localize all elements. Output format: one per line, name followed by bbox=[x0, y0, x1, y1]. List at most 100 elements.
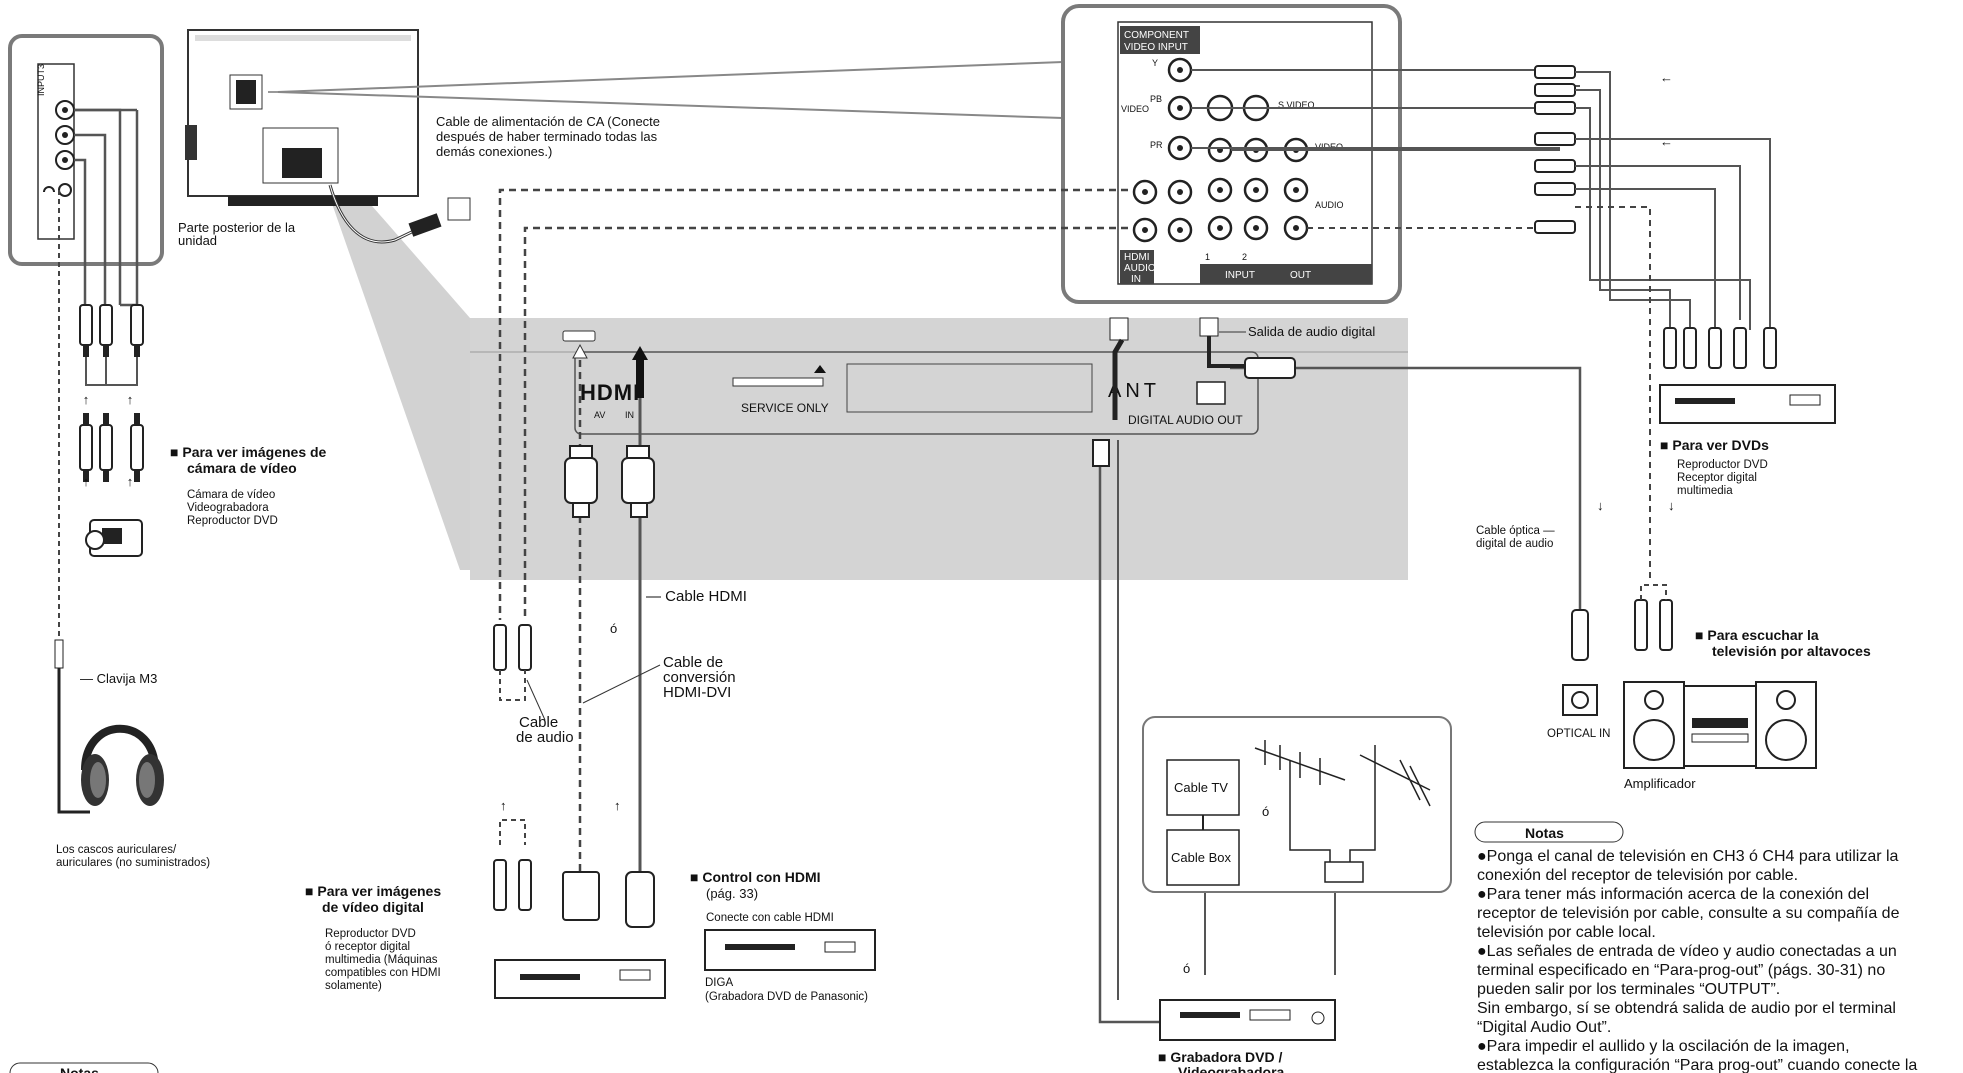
dvd-recorder-heading-2: Videograbadora bbox=[1178, 1064, 1285, 1073]
service-slot bbox=[733, 378, 823, 386]
side-cables bbox=[74, 110, 137, 305]
hdmi-in-label: IN bbox=[625, 410, 634, 420]
note-line: “Digital Audio Out”. bbox=[1477, 1019, 1611, 1036]
rear-label-2: unidad bbox=[178, 233, 217, 248]
camcorder-item: Videograbadora bbox=[187, 502, 269, 514]
audio-cable-label-2: de audio bbox=[516, 729, 574, 746]
note-line: ●Las señales de entrada de vídeo y audio… bbox=[1477, 943, 1897, 960]
digital-audio-out-callout: Salida de audio digital bbox=[1248, 324, 1375, 339]
hdmi-port-top bbox=[563, 331, 595, 341]
rca-plugs-lower bbox=[80, 413, 143, 482]
input3-label: INPUT3 bbox=[36, 64, 46, 96]
or-label: ó bbox=[610, 621, 617, 636]
num-2: 2 bbox=[1242, 252, 1247, 262]
optical-cable-label-1: Cable óptica — bbox=[1476, 525, 1555, 537]
hdmi-av-label: AV bbox=[594, 410, 605, 420]
ant-port-top bbox=[1110, 318, 1128, 340]
conv-callout bbox=[583, 665, 660, 703]
left-arrow-icon: ← bbox=[1660, 70, 1673, 85]
hdmi-audio-2: AUDIO bbox=[1124, 263, 1156, 274]
m3-label: — Clavija M3 bbox=[80, 671, 157, 686]
hdmi-control-connect: Conecte con cable HDMI bbox=[706, 912, 834, 924]
camcorder-icon bbox=[86, 520, 142, 556]
hdmi-cable-label: — Cable HDMI bbox=[646, 588, 747, 605]
digital-video-heading-2: de vídeo digital bbox=[322, 899, 424, 915]
dvds-heading: ■ Para ver DVDs bbox=[1660, 437, 1769, 453]
rca-plugs-amp bbox=[1635, 600, 1672, 650]
optical-cable-label-2: digital de audio bbox=[1476, 538, 1553, 550]
up-arrow-icon: ↑ bbox=[83, 392, 90, 407]
dvd-player-lower-icon bbox=[495, 960, 665, 998]
hdmi-audio-1: HDMI bbox=[1124, 252, 1150, 263]
notes-title: Notas bbox=[1525, 825, 1564, 841]
digital-video-item: solamente) bbox=[325, 980, 382, 992]
camcorder-heading-1: ■ Para ver imágenes de bbox=[170, 444, 327, 460]
note-line: ●Para tener más información acerca de la… bbox=[1477, 886, 1869, 903]
or-label: ó bbox=[1183, 961, 1190, 976]
hdmi-control-page: (pág. 33) bbox=[706, 886, 758, 901]
ac-cable-text-3: demás conexiones.) bbox=[436, 144, 552, 159]
optical-port-top bbox=[1200, 318, 1218, 336]
dvds-item: multimedia bbox=[1677, 485, 1733, 497]
m3-plug bbox=[55, 640, 63, 668]
down-arrow-icon: ↓ bbox=[1597, 498, 1604, 513]
headphone-jack bbox=[59, 184, 71, 196]
up-arrow-icon: ↑ bbox=[500, 798, 507, 813]
hdmi-arrow-stem bbox=[636, 358, 644, 398]
rca-joiner bbox=[86, 357, 137, 385]
up-arrow-icon: ↑ bbox=[83, 474, 90, 489]
component-to-dvd-cables bbox=[1575, 72, 1770, 330]
rca-plugs-dvd bbox=[1664, 328, 1776, 368]
digital-video-item: compatibles con HDMI bbox=[325, 967, 441, 979]
note-line: televisión por cable local. bbox=[1477, 924, 1656, 941]
note-line: conexión del receptor de televisión por … bbox=[1477, 867, 1798, 884]
rca-plugs-upper bbox=[80, 305, 143, 357]
optical-plug-bottom bbox=[1572, 610, 1588, 660]
audio-label: AUDIO bbox=[1315, 200, 1344, 210]
optical-in-label: OPTICAL IN bbox=[1547, 728, 1610, 740]
wall-outlet-icon bbox=[448, 198, 470, 220]
zoom-wedge bbox=[322, 175, 470, 570]
video-label: VIDEO bbox=[1121, 104, 1149, 114]
note-line: establezca la configuración “Para prog-o… bbox=[1477, 1057, 1917, 1073]
note-line: ●Ponga el canal de televisión en CH3 ó C… bbox=[1477, 848, 1899, 865]
service-only-label: SERVICE ONLY bbox=[741, 401, 829, 415]
note-line: pueden salir por los terminales “OUTPUT”… bbox=[1477, 981, 1780, 998]
ac-cable-text-1: Cable de alimentación de CA (Conecte bbox=[436, 114, 660, 129]
pr-label: PR bbox=[1150, 140, 1163, 150]
tv-rear bbox=[185, 30, 418, 206]
pb-label: PB bbox=[1150, 94, 1162, 104]
digital-video-item: ó receptor digital bbox=[325, 941, 410, 953]
or-label: ó bbox=[1262, 804, 1269, 819]
optical-plug-top bbox=[1245, 358, 1295, 378]
hdmi-logo: HDMI bbox=[580, 380, 640, 405]
num-1: 1 bbox=[1205, 252, 1210, 262]
digital-audio-out-label: DIGITAL AUDIO OUT bbox=[1128, 413, 1243, 427]
amplifier-icon bbox=[1624, 682, 1816, 768]
speakers-heading-1: ■ Para escuchar la bbox=[1695, 627, 1819, 643]
component-title-1: COMPONENT bbox=[1124, 30, 1189, 41]
note-line: ●Para impedir el aullido y la oscilación… bbox=[1477, 1038, 1850, 1055]
amplifier-label: Amplificador bbox=[1624, 776, 1696, 791]
headphones-label-2: auriculares (no suministrados) bbox=[56, 857, 210, 869]
y-label: Y bbox=[1152, 58, 1158, 68]
amp-dashed-link bbox=[1641, 585, 1666, 600]
diga-label-1: DIGA bbox=[705, 977, 733, 989]
splitter bbox=[1325, 862, 1363, 882]
optical-port bbox=[1197, 382, 1225, 404]
notes-bottom-left-title: Notas bbox=[60, 1065, 99, 1073]
ac-cable-text-2: después de haber terminado todas las bbox=[436, 129, 658, 144]
hdmi-audio-3: IN bbox=[1131, 274, 1141, 285]
digital-video-heading-1: ■ Para ver imágenes bbox=[305, 883, 441, 899]
camcorder-heading-2: cámara de vídeo bbox=[187, 460, 297, 476]
digital-video-plugs bbox=[494, 860, 654, 927]
dvd-recorder-heading-1: ■ Grabadora DVD / bbox=[1158, 1049, 1282, 1065]
left-arrow-icon: ← bbox=[1660, 134, 1673, 149]
audio-plugs-mid bbox=[494, 625, 531, 670]
out-label: OUT bbox=[1290, 270, 1311, 281]
digital-video-item: multimedia (Máquinas bbox=[325, 954, 438, 966]
note-line: receptor de televisión por cable, consul… bbox=[1477, 905, 1900, 922]
dashed-speaker-link bbox=[1575, 207, 1650, 580]
note-line: terminal especificado en “Para-prog-out”… bbox=[1477, 962, 1885, 979]
